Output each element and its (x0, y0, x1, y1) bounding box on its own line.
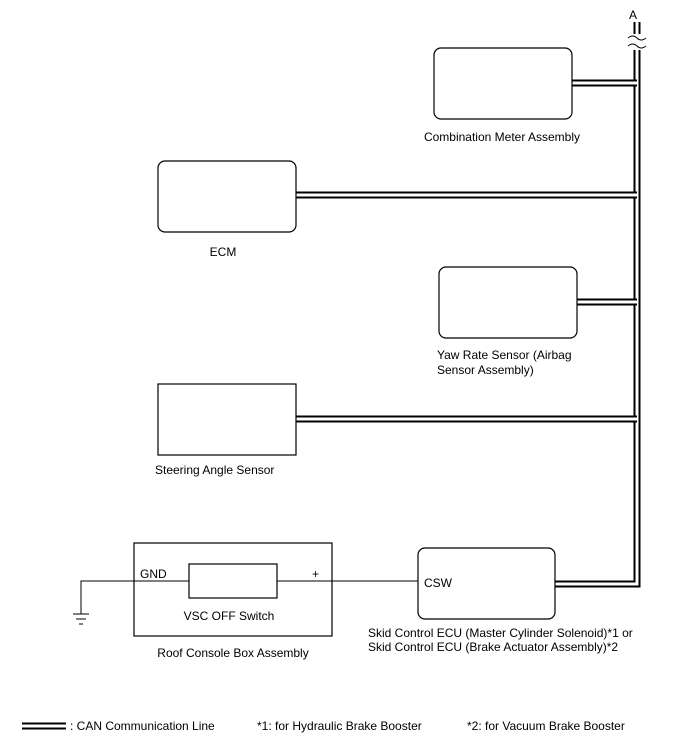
yaw-rate-sensor-label-line2: Sensor Assembly) (437, 363, 534, 377)
legend: : CAN Communication Line *1: for Hydraul… (22, 719, 625, 733)
terminal-gnd-label: GND (140, 567, 167, 581)
skid-control-ecu-label-line2: Skid Control ECU (Brake Actuator Assembl… (368, 640, 618, 654)
terminal-csw-label: CSW (424, 576, 453, 590)
combination-meter-box (433, 47, 573, 120)
ecm-box (157, 160, 297, 233)
legend-note-1: *1: for Hydraulic Brake Booster (257, 719, 422, 733)
ecm-label: ECM (210, 245, 237, 259)
can-bus-trunk (555, 22, 647, 588)
steering-angle-sensor-box (157, 383, 297, 456)
terminal-plus-label: + (312, 567, 319, 581)
combination-meter-label: Combination Meter Assembly (424, 130, 580, 144)
vsc-off-switch-label: VSC OFF Switch (184, 609, 275, 623)
vsc-off-switch-box (188, 563, 278, 599)
legend-can-line-label: : CAN Communication Line (70, 719, 215, 733)
roof-console-box-label: Roof Console Box Assembly (157, 646, 308, 660)
legend-note-2: *2: for Vacuum Brake Booster (467, 719, 625, 733)
yaw-rate-sensor-label-line1: Yaw Rate Sensor (Airbag (437, 348, 572, 362)
yaw-rate-sensor-box (438, 266, 578, 339)
skid-control-ecu-label-line1: Skid Control ECU (Master Cylinder Soleno… (368, 626, 633, 640)
skid-control-ecu-box (417, 547, 556, 620)
connector-a-label: A (629, 8, 637, 22)
steering-angle-sensor-label: Steering Angle Sensor (155, 463, 274, 477)
ground-wire (73, 580, 189, 625)
